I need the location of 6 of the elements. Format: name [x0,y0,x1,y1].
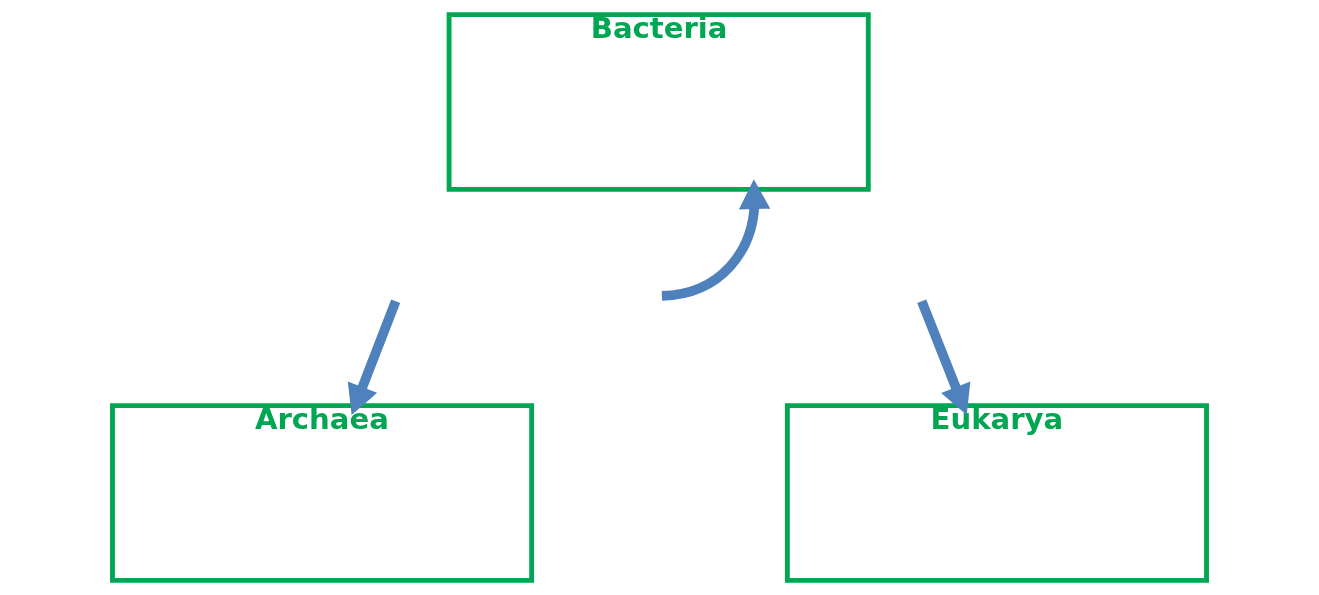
node-box: Bacteria [446,12,871,192]
node-box: Eukarya [784,403,1209,583]
arrow [917,299,971,415]
arrow [347,299,401,416]
node-box: Archaea [110,403,535,583]
arrow [661,179,771,301]
